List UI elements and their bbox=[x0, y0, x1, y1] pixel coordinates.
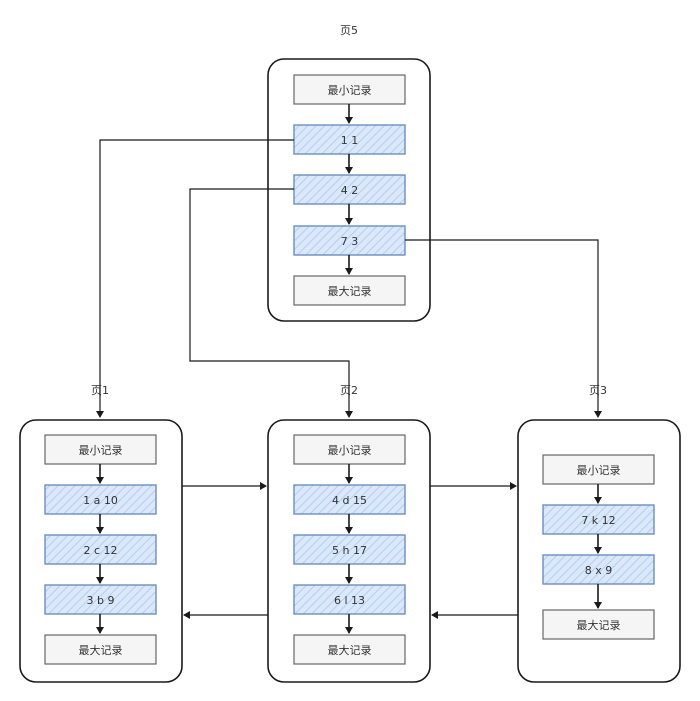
page-5-record-2: 4 2 bbox=[293, 174, 406, 205]
page-3-record-min: 最小记录 bbox=[542, 454, 655, 485]
page-3-record-2: 8 x 9 bbox=[542, 554, 655, 585]
record-label: 最小记录 bbox=[79, 444, 123, 457]
record-label: 8 x 9 bbox=[585, 564, 613, 577]
page-1-record-2: 2 c 12 bbox=[44, 534, 157, 565]
record-label: 最小记录 bbox=[328, 84, 372, 97]
record-label: 最小记录 bbox=[328, 444, 372, 457]
record-label: 1 1 bbox=[341, 134, 359, 147]
page-5: 页5 最小记录 1 1 4 2 7 3 最大记录 bbox=[267, 24, 431, 322]
record-label: 最大记录 bbox=[328, 643, 372, 657]
page-5-record-max: 最大记录 bbox=[293, 275, 406, 306]
pointer-to-page-2 bbox=[189, 188, 353, 418]
page-2: 页2 最小记录 4 d 15 5 h 17 6 l 13 最大记录 bbox=[267, 384, 431, 683]
page-2-record-2: 5 h 17 bbox=[293, 534, 406, 565]
page-1-record-3: 3 b 9 bbox=[44, 584, 157, 615]
record-label: 1 a 10 bbox=[83, 494, 118, 507]
page-1-record-min: 最小记录 bbox=[44, 434, 157, 465]
page-1: 页1 最小记录 1 a 10 2 c 12 3 b 9 最大记录 bbox=[19, 384, 183, 683]
record-label: 最大记录 bbox=[328, 284, 372, 298]
page-2-record-3: 6 l 13 bbox=[293, 584, 406, 615]
page-5-record-1: 1 1 bbox=[293, 124, 406, 155]
record-label: 2 c 12 bbox=[83, 544, 117, 557]
page-2-record-min: 最小记录 bbox=[293, 434, 406, 465]
page-5-record-min: 最小记录 bbox=[293, 74, 406, 105]
record-label: 3 b 9 bbox=[87, 594, 115, 607]
page-3-record-1: 7 k 12 bbox=[542, 504, 655, 535]
record-label: 4 d 15 bbox=[332, 494, 367, 507]
page-1-record-max: 最大记录 bbox=[44, 634, 157, 665]
record-label: 最大记录 bbox=[577, 618, 621, 632]
page-5-label: 页5 bbox=[340, 24, 358, 37]
pointer-to-page-1 bbox=[96, 139, 294, 418]
page-2-record-max: 最大记录 bbox=[293, 634, 406, 665]
page-2-record-1: 4 d 15 bbox=[293, 484, 406, 515]
page-3-record-max: 最大记录 bbox=[542, 609, 655, 640]
pointer-to-page-3 bbox=[405, 239, 602, 418]
record-label: 最小记录 bbox=[577, 464, 621, 477]
record-label: 7 3 bbox=[341, 235, 359, 248]
record-label: 最大记录 bbox=[79, 643, 123, 657]
page-5-record-3: 7 3 bbox=[293, 225, 406, 256]
record-label: 4 2 bbox=[341, 184, 359, 197]
record-label: 6 l 13 bbox=[334, 594, 365, 607]
page-1-record-1: 1 a 10 bbox=[44, 484, 157, 515]
record-label: 7 k 12 bbox=[581, 514, 615, 527]
page-3: 页3 最小记录 7 k 12 8 x 9 最大记录 bbox=[517, 384, 681, 683]
record-label: 5 h 17 bbox=[332, 544, 367, 557]
